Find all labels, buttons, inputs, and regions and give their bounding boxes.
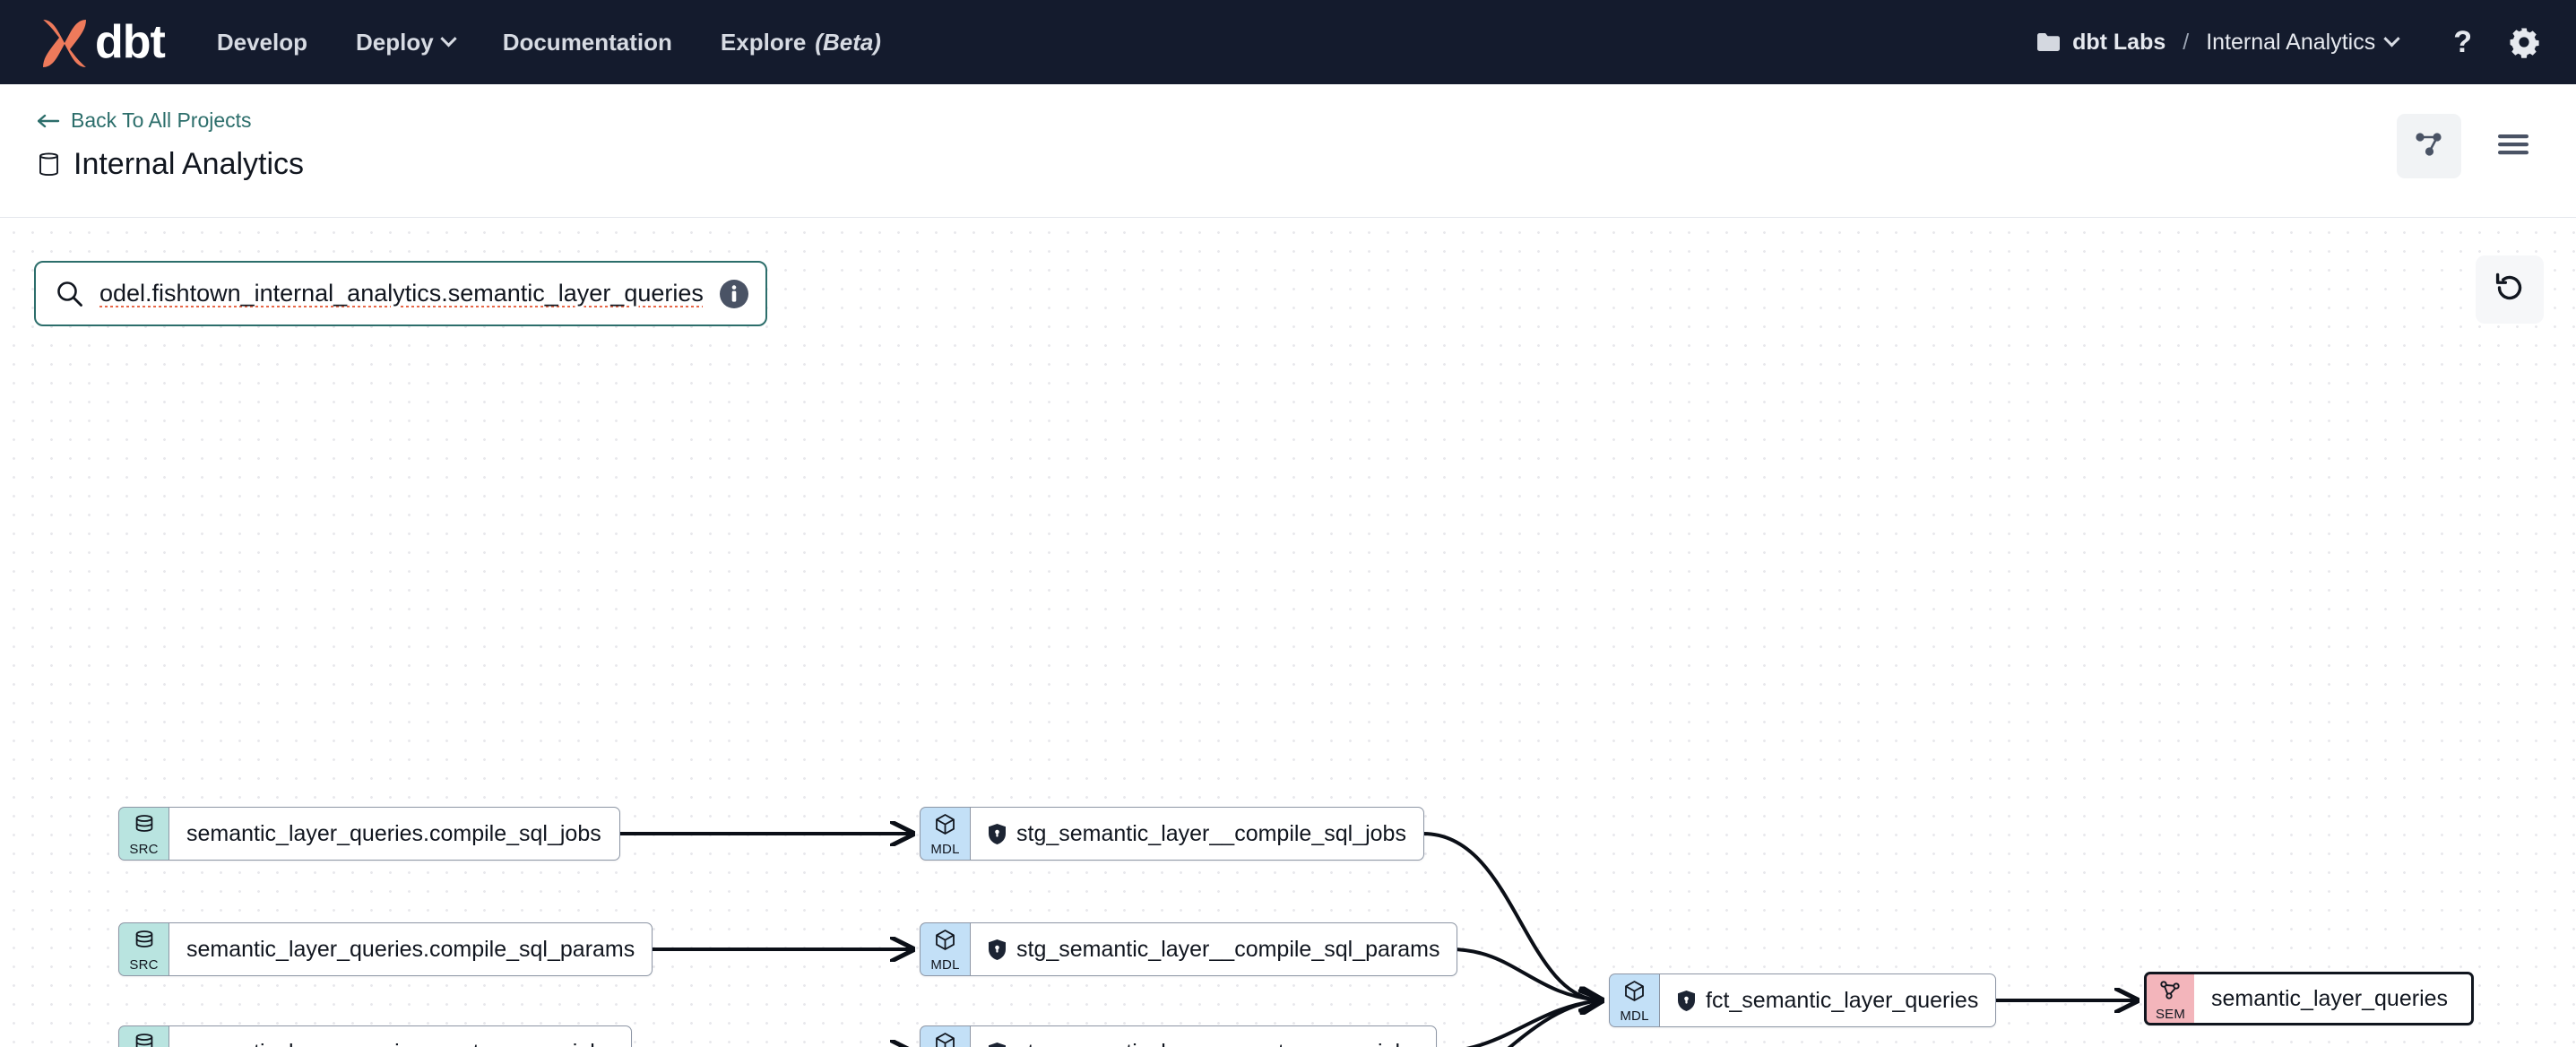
node-type-label: MDL bbox=[930, 957, 960, 973]
node-type-badge-mdl: MDL bbox=[920, 1025, 970, 1047]
project-name: Internal Analytics bbox=[2206, 29, 2376, 55]
dbt-wordmark: dbt bbox=[95, 16, 166, 68]
lineage-node[interactable]: SRC semantic_layer_queries.compile_sql_j… bbox=[118, 807, 620, 861]
node-type-badge-mdl: MDL bbox=[920, 807, 970, 861]
reset-view-button[interactable] bbox=[2476, 255, 2544, 324]
node-body[interactable]: semantic_layer_queries.create_query_jobs bbox=[169, 1025, 632, 1047]
nav-item-deploy[interactable]: Deploy bbox=[356, 28, 457, 56]
arrow-left-icon bbox=[38, 114, 60, 128]
node-body[interactable]: stg_semantic_layer__create_query_jobs bbox=[970, 1025, 1437, 1047]
page-title: Internal Analytics bbox=[38, 147, 304, 182]
node-label: stg_semantic_layer__compile_sql_params bbox=[1016, 936, 1440, 962]
search-input-wrapper[interactable]: odel.fishtown_internal_analytics.semanti… bbox=[34, 261, 767, 326]
hamburger-list-icon bbox=[2496, 131, 2530, 162]
lineage-node[interactable]: MDL stg_semantic_layer__create_query_job… bbox=[920, 1025, 1437, 1047]
node-type-badge-sem: SEM bbox=[2144, 972, 2194, 1025]
nav-label: Deploy bbox=[356, 28, 434, 56]
nav-item-explore[interactable]: Explore (Beta) bbox=[721, 29, 881, 56]
node-label: stg_semantic_layer__create_query_jobs bbox=[1016, 1041, 1419, 1047]
node-body[interactable]: stg_semantic_layer__compile_sql_jobs bbox=[970, 807, 1424, 861]
page-title-label: Internal Analytics bbox=[73, 147, 305, 181]
search-input[interactable]: odel.fishtown_internal_analytics.semanti… bbox=[99, 280, 704, 307]
lineage-graph-icon bbox=[2412, 127, 2446, 166]
lineage-node[interactable]: SRC semantic_layer_queries.create_query_… bbox=[118, 1025, 632, 1047]
lineage-node[interactable]: MDL stg_semantic_layer__compile_sql_jobs bbox=[920, 807, 1424, 861]
back-to-all-projects-link[interactable]: Back To All Projects bbox=[38, 108, 252, 133]
nav-label: Develop bbox=[216, 28, 307, 56]
nav-item-documentation[interactable]: Documentation bbox=[503, 29, 672, 56]
node-label: semantic_layer_queries.create_query_jobs bbox=[186, 1041, 614, 1047]
shield-lock-icon bbox=[988, 1042, 1007, 1047]
node-type-badge-mdl: MDL bbox=[1609, 973, 1659, 1027]
database-cylinder-icon bbox=[134, 930, 155, 956]
node-body[interactable]: stg_semantic_layer__compile_sql_params bbox=[970, 922, 1458, 976]
node-type-label: SEM bbox=[2155, 1006, 2186, 1022]
node-body[interactable]: fct_semantic_layer_queries bbox=[1659, 973, 1997, 1027]
shield-lock-icon bbox=[1677, 990, 1696, 1012]
dbt-logo[interactable]: dbt bbox=[38, 16, 166, 68]
node-label: stg_semantic_layer__compile_sql_jobs bbox=[1016, 820, 1406, 846]
lineage-node[interactable]: SRC semantic_layer_queries.compile_sql_p… bbox=[118, 922, 653, 976]
node-label: semantic_layer_queries.compile_sql_jobs bbox=[186, 820, 601, 846]
org-name: dbt Labs bbox=[2072, 29, 2166, 55]
search-icon bbox=[56, 280, 83, 307]
node-label: semantic_layer_queries bbox=[2211, 985, 2449, 1011]
nav-label: Explore bbox=[720, 28, 807, 56]
cube-icon bbox=[934, 929, 956, 956]
folder-icon bbox=[2036, 32, 2061, 52]
project-subheader: Back To All Projects Internal Analytics bbox=[0, 84, 2576, 218]
list-view-button[interactable] bbox=[2481, 114, 2546, 178]
top-navigation-bar: dbt Develop Deploy Documentation Explore… bbox=[0, 0, 2576, 84]
node-label: semantic_layer_queries.compile_sql_param… bbox=[186, 936, 635, 962]
primary-nav: Develop Deploy Documentation Explore (Be… bbox=[217, 29, 881, 56]
project-selector[interactable]: Internal Analytics bbox=[2206, 29, 2400, 56]
question-mark-icon[interactable]: ? bbox=[2453, 25, 2472, 59]
nav-label: Documentation bbox=[502, 28, 672, 56]
view-mode-actions bbox=[2397, 114, 2546, 178]
lineage-view-button[interactable] bbox=[2397, 114, 2461, 178]
node-type-badge-src: SRC bbox=[118, 807, 169, 861]
beta-tag: (Beta) bbox=[815, 28, 881, 56]
node-body[interactable]: semantic_layer_queries bbox=[2194, 972, 2474, 1025]
network-nodes-icon bbox=[2159, 979, 2182, 1006]
lineage-node-selected[interactable]: SEM semantic_layer_queries bbox=[2144, 972, 2474, 1025]
info-circle-icon[interactable] bbox=[706, 279, 749, 309]
node-type-label: SRC bbox=[129, 841, 159, 857]
shield-lock-icon bbox=[988, 939, 1007, 961]
node-type-label: MDL bbox=[1620, 1008, 1649, 1024]
cube-icon bbox=[934, 813, 956, 841]
chevron-down-icon bbox=[439, 30, 457, 47]
lineage-graph: SRC semantic_layer_queries.compile_sql_j… bbox=[0, 218, 2576, 1047]
lineage-node[interactable]: MDL fct_semantic_layer_queries bbox=[1609, 973, 1997, 1027]
node-type-badge-src: SRC bbox=[118, 1025, 169, 1047]
nav-right-cluster: dbt Labs / Internal Analytics ? bbox=[2036, 26, 2540, 58]
node-label: fct_semantic_layer_queries bbox=[1706, 987, 1979, 1013]
node-body[interactable]: semantic_layer_queries.compile_sql_param… bbox=[169, 922, 653, 976]
lineage-node[interactable]: MDL stg_semantic_layer__compile_sql_para… bbox=[920, 922, 1458, 976]
node-type-label: MDL bbox=[930, 842, 960, 857]
lineage-canvas[interactable]: odel.fishtown_internal_analytics.semanti… bbox=[0, 218, 2576, 1047]
node-type-label: SRC bbox=[129, 956, 159, 973]
org-breadcrumb[interactable]: dbt Labs bbox=[2036, 30, 2165, 56]
cube-icon bbox=[934, 1032, 956, 1047]
database-cylinder-icon bbox=[134, 814, 155, 841]
gear-icon[interactable] bbox=[2472, 26, 2540, 58]
back-link-label: Back To All Projects bbox=[71, 108, 252, 132]
nav-item-develop[interactable]: Develop bbox=[217, 29, 307, 56]
node-type-badge-mdl: MDL bbox=[920, 922, 970, 976]
database-icon bbox=[38, 152, 60, 177]
node-body[interactable]: semantic_layer_queries.compile_sql_jobs bbox=[169, 807, 620, 861]
breadcrumb-separator: / bbox=[2183, 29, 2190, 55]
database-cylinder-icon bbox=[134, 1033, 155, 1047]
chevron-down-icon bbox=[2383, 30, 2400, 47]
node-type-badge-src: SRC bbox=[118, 922, 169, 976]
cube-icon bbox=[1623, 980, 1646, 1008]
shield-lock-icon bbox=[988, 823, 1007, 845]
dbt-x-logo-icon bbox=[38, 17, 91, 67]
rotate-ccw-icon bbox=[2492, 270, 2528, 310]
